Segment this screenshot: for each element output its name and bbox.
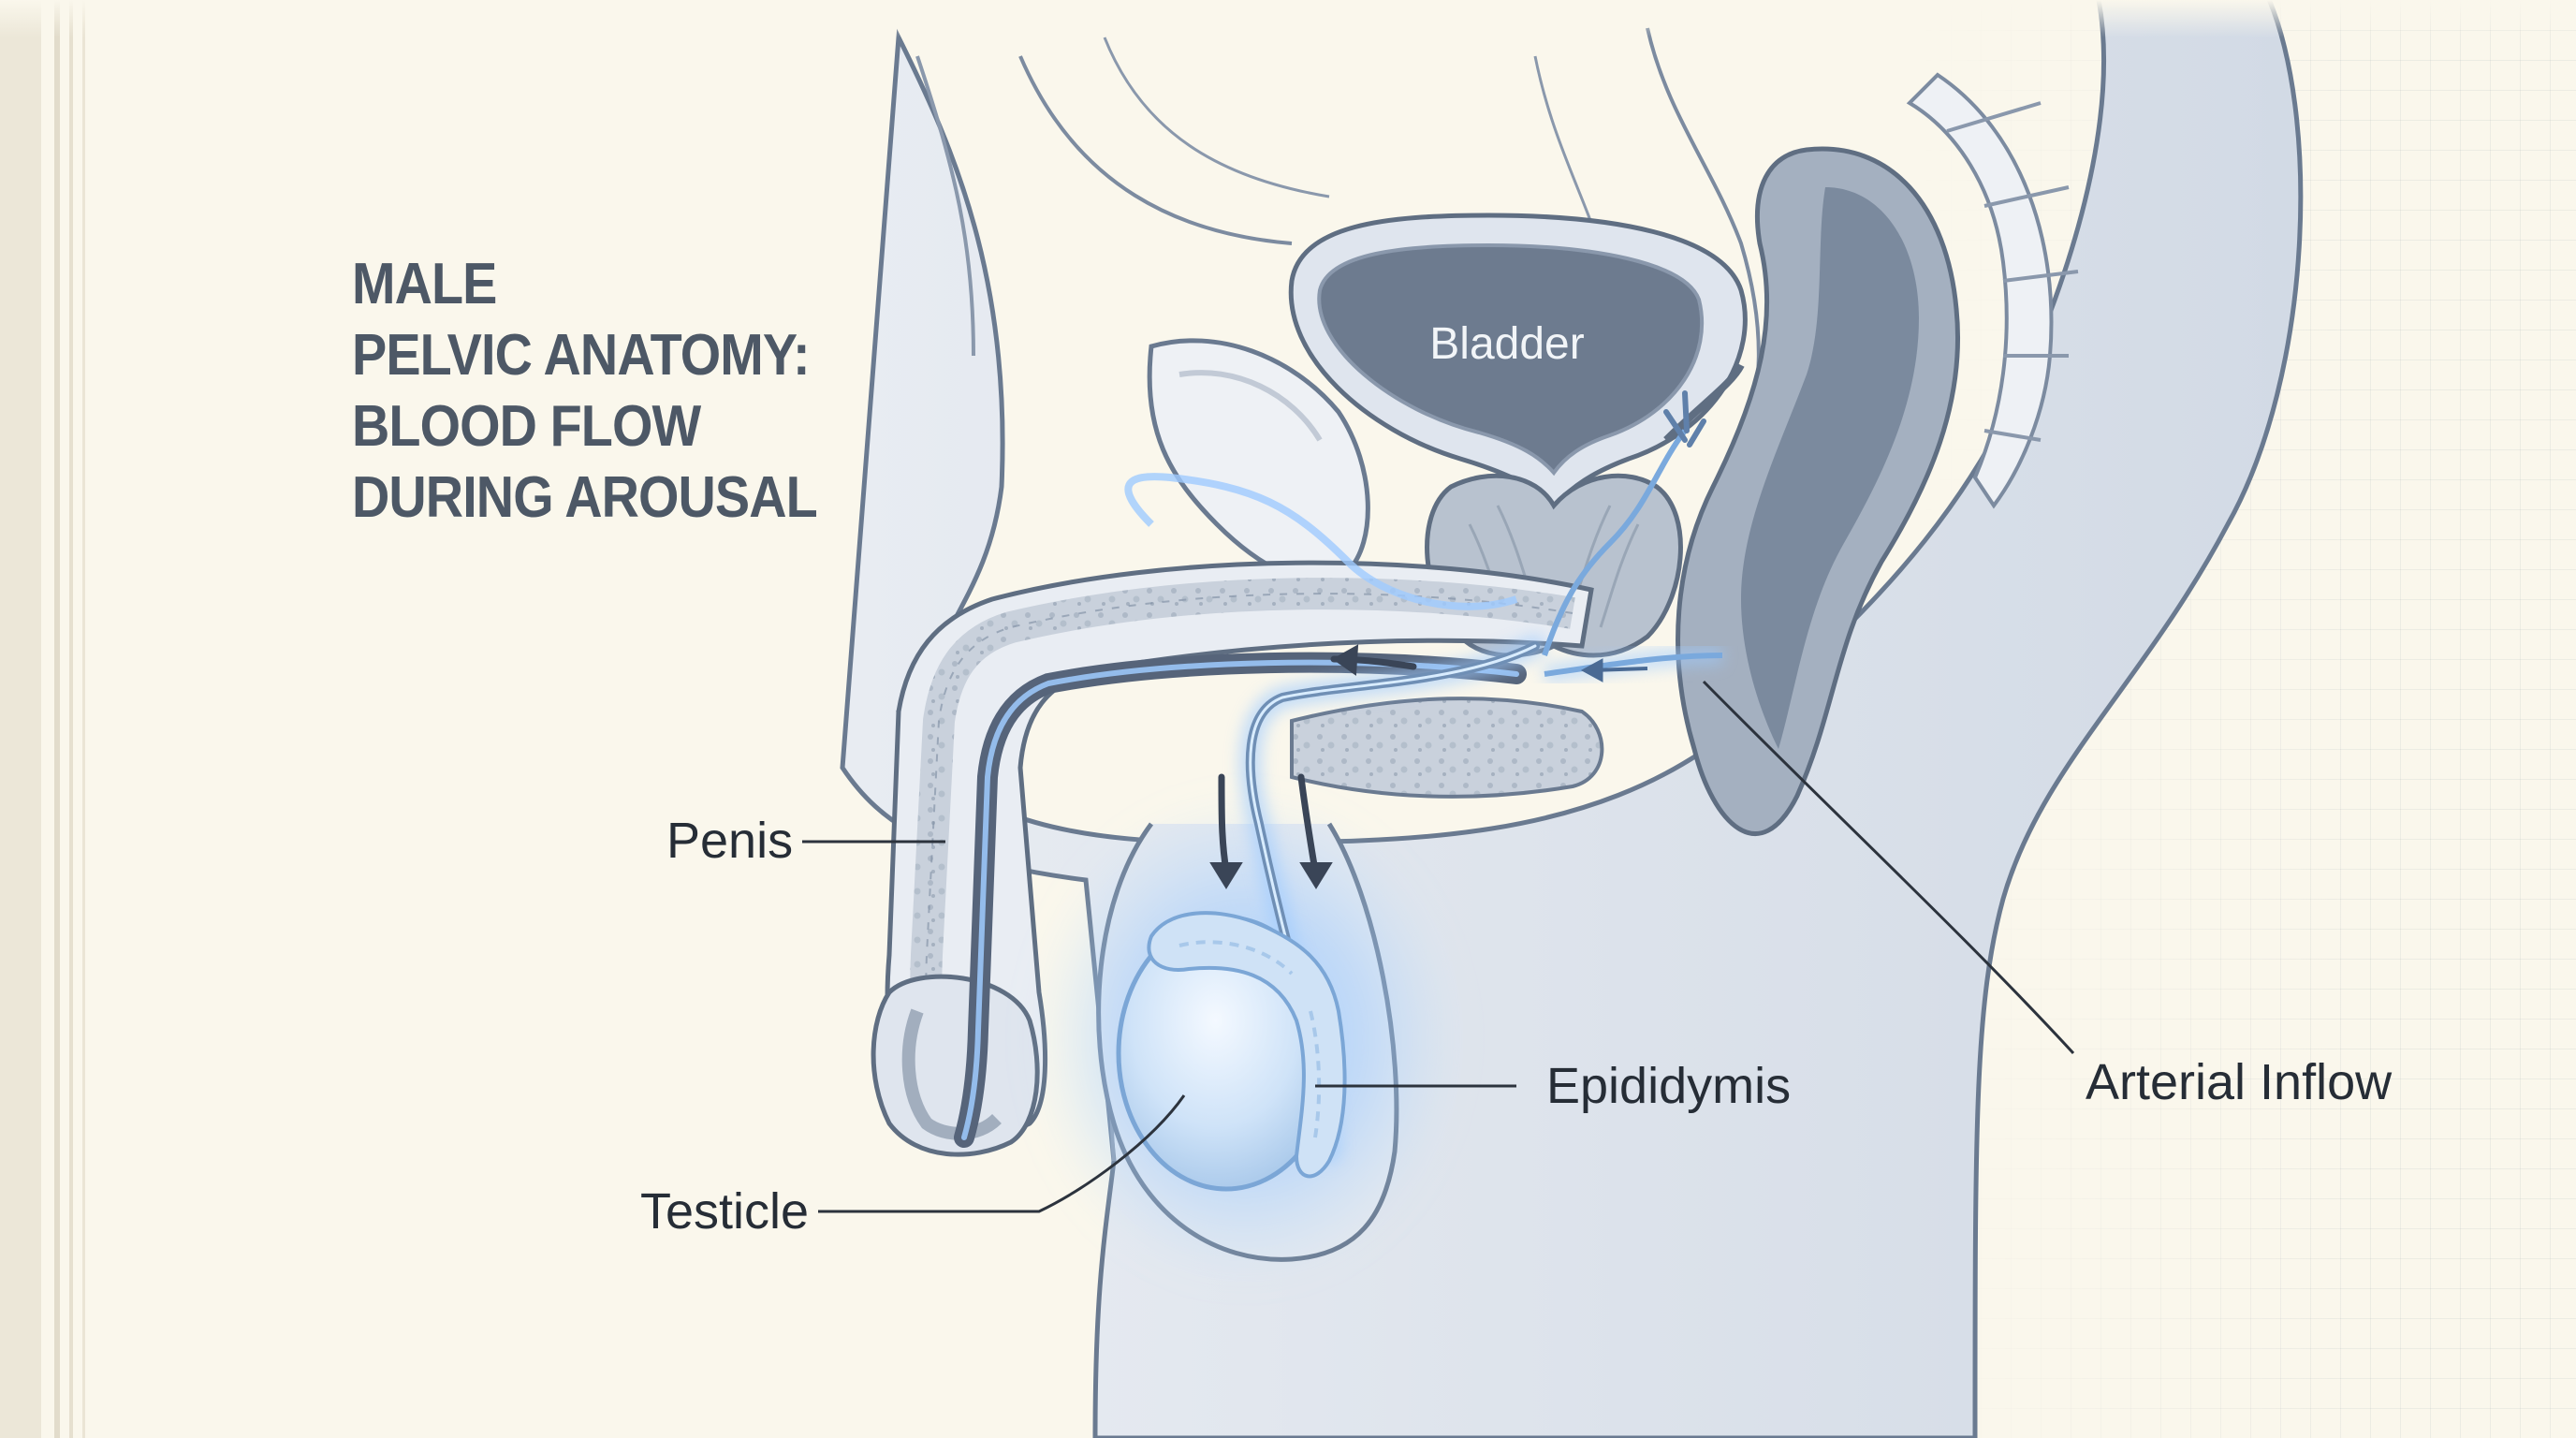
testicle-leader-line: [818, 1094, 1186, 1213]
arrow-icon: [1209, 644, 1648, 889]
penis-label: Penis: [666, 813, 794, 869]
arterial-inflow-path: [1542, 390, 1723, 683]
arterial-inflow-leader-line: [1702, 680, 2075, 1055]
testicle-label: Testicle: [640, 1183, 810, 1240]
rectum: [1676, 146, 1961, 836]
notebook-binding: [0, 0, 131, 1438]
sacrum: [1906, 72, 2079, 509]
arterial-inflow-label: Arterial Inflow: [2086, 1054, 2393, 1110]
testicle-shape: [1116, 911, 1347, 1192]
epididymis-label: Epididymis: [1546, 1058, 1792, 1114]
bladder: [1288, 213, 1748, 509]
page-title: MALE PELVIC ANATOMY: BLOOD FLOW DURING A…: [352, 252, 818, 530]
leader-lines: [802, 680, 2075, 1213]
bladder-label: Bladder: [1429, 319, 1585, 369]
